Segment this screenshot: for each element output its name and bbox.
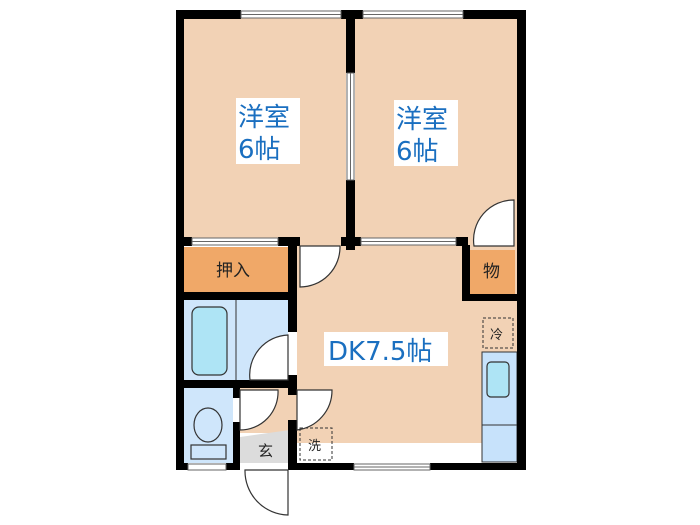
western-room-right-name: 洋室 bbox=[396, 105, 448, 135]
fridge-label: 冷 bbox=[490, 328, 503, 343]
toilet-icon bbox=[190, 407, 227, 460]
entrance-floor bbox=[240, 430, 290, 463]
washer-label: 洗 bbox=[308, 439, 321, 454]
washer-space-icon bbox=[299, 427, 333, 461]
walls bbox=[176, 10, 526, 470]
dk-label: DK7.5帖 bbox=[328, 337, 432, 367]
windows bbox=[187, 10, 464, 471]
closet-oshiire-label: 押入 bbox=[216, 261, 250, 281]
storage-floor bbox=[470, 250, 515, 295]
western-room-left-size: 6帖 bbox=[238, 135, 281, 165]
bathtub-icon bbox=[191, 306, 228, 376]
sink-icon bbox=[486, 361, 510, 398]
western-room-right-size: 6帖 bbox=[396, 137, 439, 167]
closet-oshiire-floor bbox=[183, 247, 288, 292]
storage-label: 物 bbox=[483, 262, 500, 282]
entrance-label: 玄 bbox=[258, 442, 273, 460]
western-room-left-name: 洋室 bbox=[238, 103, 290, 133]
fridge-space-icon bbox=[482, 317, 514, 349]
